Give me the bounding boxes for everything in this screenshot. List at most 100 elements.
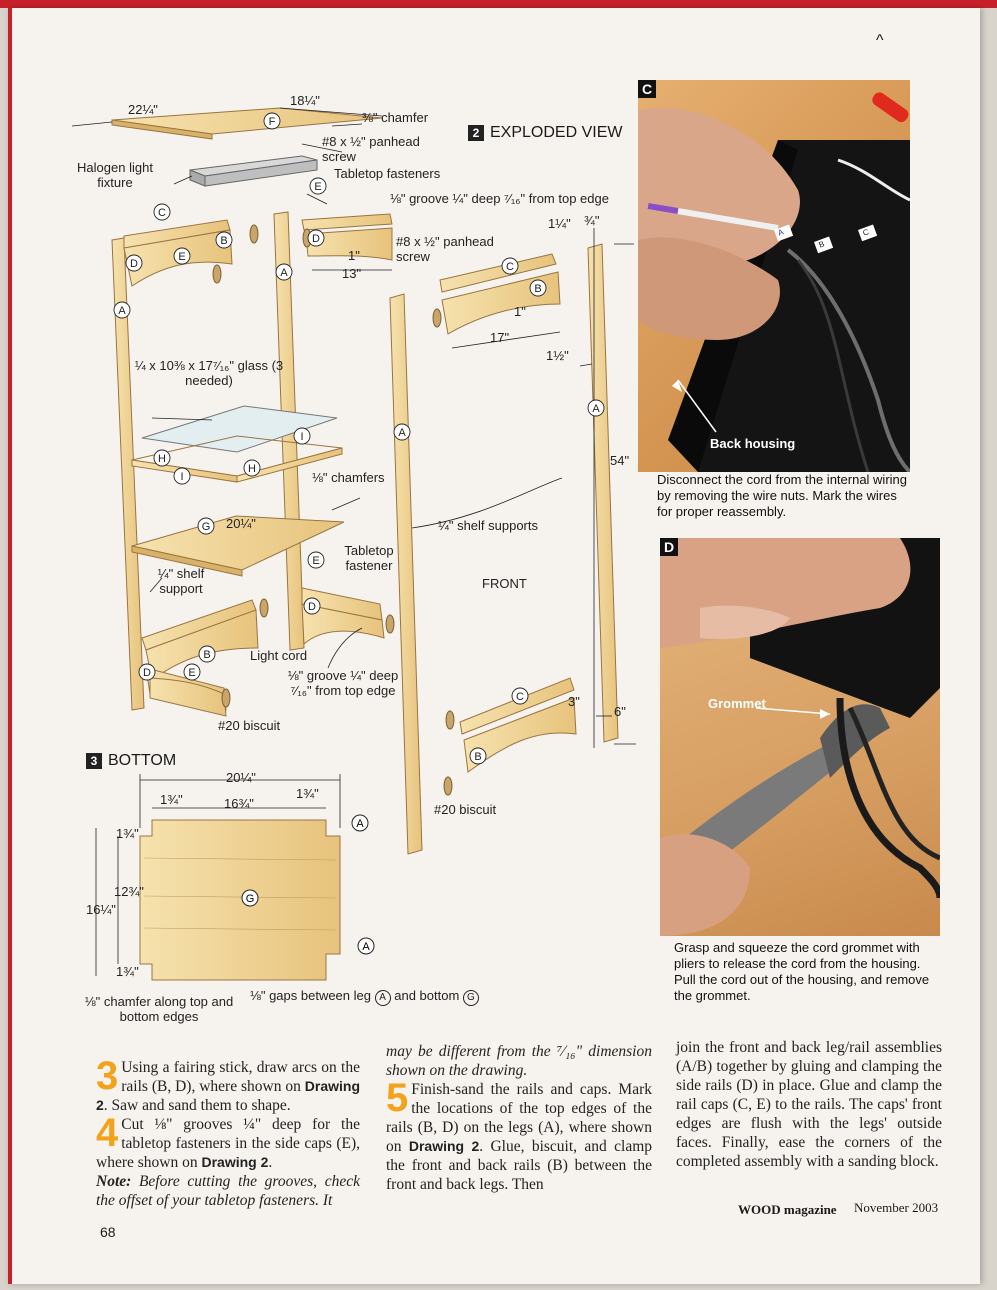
dim-17: 17": [490, 330, 510, 345]
dim-22-1-4: 22¼": [128, 102, 158, 117]
svg-text:I: I: [180, 471, 183, 483]
svg-text:C: C: [516, 691, 524, 703]
gaps-letter-a: A: [374, 990, 391, 1006]
svg-text:A: A: [280, 267, 288, 279]
svg-text:D: D: [312, 233, 320, 245]
svg-text:E: E: [178, 251, 185, 263]
svg-text:C: C: [506, 261, 514, 273]
svg-text:E: E: [188, 667, 195, 679]
svg-text:G: G: [246, 893, 255, 905]
bottom-dim-20-1-4: 20¼": [226, 770, 256, 785]
svg-text:E: E: [314, 181, 321, 193]
note-label: Note:: [96, 1173, 132, 1190]
svg-text:I: I: [300, 431, 303, 443]
step-5-text-b: . Glue, biscuit, and clamp the front and…: [386, 1138, 653, 1193]
dim-3: 3": [568, 694, 580, 709]
back-left-leg: [111, 237, 145, 711]
step-4-text-a: Cut ⅛" grooves ¼" deep for the tabletop …: [96, 1116, 360, 1171]
svg-text:A: A: [356, 818, 364, 830]
light-cord-label: Light cord: [250, 648, 308, 663]
note-text-a: Before cutting the grooves, check the of…: [96, 1173, 360, 1209]
dim-1-1-2: 1½": [546, 348, 569, 363]
bottom-gaps-and: and bottom: [394, 988, 460, 1003]
bottom-dim-16-1-4: 16¼": [86, 902, 116, 917]
svg-text:C: C: [158, 207, 166, 219]
svg-text:A: A: [362, 941, 370, 953]
dim-20-1-4: 20¼": [226, 516, 256, 531]
screw-label-2: #8 x ½" panhead screw: [396, 234, 494, 264]
photo-d: D Grommet: [660, 538, 940, 936]
body-column-3: join the front and back leg/rail assembl…: [676, 1038, 942, 1171]
step-3: 3 Using a fairing stick, draw arcs on th…: [96, 1054, 360, 1115]
svg-text:D: D: [130, 258, 138, 270]
halogen-label: Halogen light fixture: [77, 160, 153, 190]
dim-13: 13": [342, 266, 362, 281]
groove-bottom-label: ⅛" groove ¼" deep ⁷⁄₁₆" from top edge: [287, 668, 399, 698]
svg-text:G: G: [202, 521, 211, 533]
svg-text:B: B: [203, 649, 210, 661]
bottom-gaps-label: ⅛" gaps between leg A and bottom G: [250, 988, 479, 1006]
svg-text:A: A: [398, 427, 406, 439]
column-3-text: join the front and back leg/rail assembl…: [676, 1039, 942, 1170]
svg-text:F: F: [269, 116, 276, 128]
back-housing-label: Back housing: [710, 436, 796, 451]
bottom-dim-1-3-4-c: 1¾": [116, 826, 139, 841]
groove-top-label: ⅛" groove ¼" deep ⁷⁄₁₆" from top edge: [390, 191, 609, 206]
step-4-number: 4: [96, 1111, 119, 1155]
biscuit-label-1: #20 biscuit: [218, 718, 281, 733]
dim-1b: 1": [514, 304, 526, 319]
step-4-text-b: .: [268, 1154, 273, 1171]
bottom-dim-1-3-4-d: 1¾": [116, 964, 139, 979]
svg-text:B: B: [534, 283, 541, 295]
step-5-drawing-ref: Drawing 2: [408, 1138, 480, 1154]
chevron-up-icon: ^: [876, 32, 884, 49]
tabletop-fasteners-label: Tabletop fasteners: [334, 166, 441, 181]
photo-d-tag: D: [660, 538, 678, 556]
shelf-support-label: ¼" shelf support: [157, 566, 205, 596]
body-column-1: 3 Using a fairing stick, draw arcs on th…: [96, 1054, 360, 1210]
step-4-drawing-ref: Drawing 2: [201, 1154, 269, 1170]
photo-c-caption: Disconnect the cord from the internal wi…: [657, 472, 908, 519]
step-5-text-a: Finish-sand the rails and caps. Mark the…: [386, 1081, 652, 1155]
svg-text:B: B: [220, 235, 227, 247]
issue-date: November 2003: [854, 1200, 939, 1215]
svg-text:A: A: [118, 305, 126, 317]
gaps-letter-g: G: [462, 990, 479, 1006]
photo-d-caption: Grasp and squeeze the cord grommet with …: [674, 940, 930, 1003]
step-3-text-b: . Saw and sand them to shape.: [103, 1097, 291, 1114]
svg-text:D: D: [308, 601, 316, 613]
svg-text:H: H: [248, 463, 256, 475]
bottom-view-heading: 3 BOTTOM: [86, 752, 176, 770]
dim-1: 1": [348, 248, 360, 263]
bottom-view-number: 3: [86, 753, 102, 769]
dim-6: 6": [614, 704, 626, 719]
exploded-view-drawing: FEC BDE ADA CBA AIH HIG EDB DEC B: [71, 107, 636, 855]
step-3-drawing-ref: Drawing 2: [96, 1078, 360, 1113]
step-3-number: 3: [96, 1054, 119, 1098]
bottom-view-title: BOTTOM: [108, 752, 177, 769]
screw-label-1: #8 x ½" panhead screw: [322, 134, 420, 164]
chamfer-label: ⅜" chamfer: [362, 110, 429, 125]
bottom-chamfer-label: ⅛" chamfer along top and bottom edges: [84, 994, 234, 1024]
bottom-dim-16-3-4: 16¾": [224, 796, 254, 811]
bottom-dim-1-3-4-a: 1¾": [160, 792, 183, 807]
exploded-view-number: 2: [468, 125, 484, 141]
dim-1-1-4: 1¼": [548, 216, 571, 231]
grommet-label: Grommet: [708, 696, 766, 711]
svg-text:D: D: [143, 667, 151, 679]
step-5: 5 Finish-sand the rails and caps. Mark t…: [386, 1078, 653, 1194]
bottom-dim-12-3-4: 12¾": [114, 884, 144, 899]
dim-3-4: ¾": [584, 213, 600, 228]
svg-text:H: H: [158, 453, 166, 465]
step-3-text-a: Using a fairing stick, draw arcs on the …: [121, 1059, 360, 1095]
body-column-2: may be different from the ⁷⁄₁₆" dimensio…: [386, 1042, 652, 1194]
note-text-b: may be different from the ⁷⁄₁₆" dimensio…: [386, 1043, 652, 1079]
shelf-supports-label: ¼" shelf supports: [438, 518, 539, 533]
page-number: 68: [100, 1224, 116, 1240]
dim-18-1-4: 18¼": [290, 93, 320, 108]
chamfers-label: ⅛" chamfers: [312, 470, 385, 485]
svg-text:B: B: [474, 751, 481, 763]
tabletop-fastener-label: Tabletop fastener: [344, 543, 394, 573]
exploded-view-title: EXPLODED VIEW: [490, 124, 623, 141]
